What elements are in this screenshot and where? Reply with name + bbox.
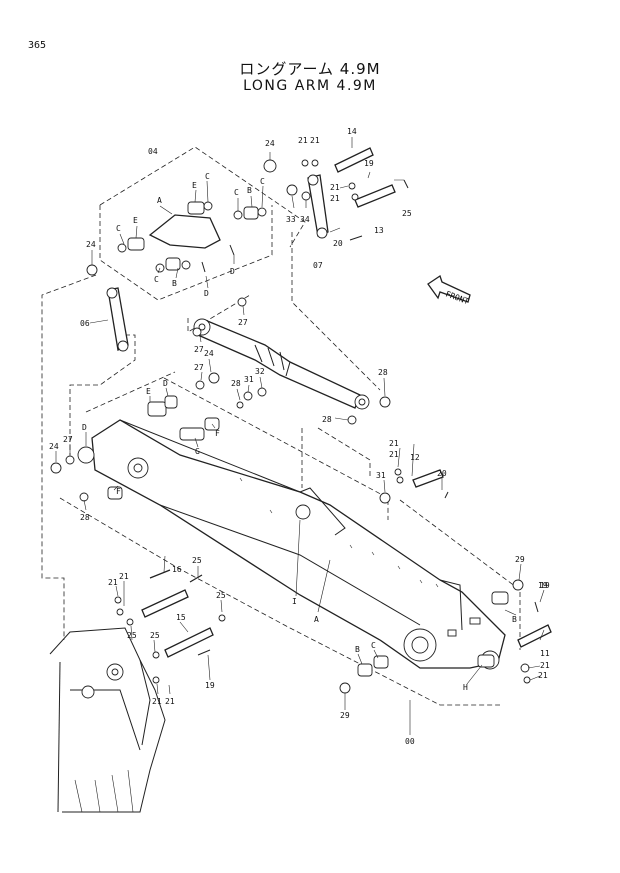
callout: 32: [255, 367, 265, 376]
leader-lines: [55, 137, 545, 735]
callout: 06: [80, 319, 90, 328]
callout: C: [205, 172, 210, 181]
callout: 25: [192, 556, 202, 565]
callout: 14: [347, 127, 357, 136]
callout: 34: [300, 215, 310, 224]
callout: 28: [231, 379, 241, 388]
link-06: [106, 287, 129, 352]
callout: 29: [515, 555, 525, 564]
callout-labels: 04 24 21 21 14 19 21 21 25 13 20 07 33 3…: [49, 127, 550, 746]
callout: 21: [298, 136, 308, 145]
callout: 24: [86, 240, 96, 249]
callout: I: [292, 597, 297, 606]
callout: 20: [333, 239, 343, 248]
callout: E: [133, 216, 138, 225]
callout: 13: [374, 226, 384, 235]
callout: D: [230, 267, 235, 276]
callout: 20: [437, 469, 447, 478]
page-number: 365: [28, 40, 47, 51]
callout: 27: [238, 318, 248, 327]
callout: 19: [540, 581, 550, 590]
callout: 25: [402, 209, 412, 218]
link-a-assembly: [86, 159, 277, 276]
callout: 21: [389, 450, 399, 459]
assembly-boundaries: [41, 146, 521, 706]
callout: 00: [405, 737, 415, 746]
callout: D: [163, 379, 168, 388]
callout: E: [146, 387, 151, 396]
callout: 27: [63, 435, 73, 444]
link-07-and-pins: [286, 147, 409, 241]
callout: 19: [205, 681, 215, 690]
callout: F: [116, 487, 121, 496]
callout: H: [463, 683, 468, 692]
arm-bushes: [50, 297, 391, 502]
callout: 28: [322, 415, 332, 424]
callout: 16: [172, 565, 182, 574]
callout: 11: [540, 649, 550, 658]
callout: 19: [364, 159, 374, 168]
callout: 24: [204, 349, 214, 358]
callout: C: [371, 641, 376, 650]
callout: 24: [49, 442, 59, 451]
callout: G: [195, 447, 200, 456]
callout: A: [157, 196, 162, 205]
callout: 21: [330, 183, 340, 192]
callout: D: [82, 423, 87, 432]
callout: 21: [389, 439, 399, 448]
bucket-pins: [114, 569, 226, 684]
callout: 28: [378, 368, 388, 377]
callout: A: [314, 615, 319, 624]
callout: 29: [340, 711, 350, 720]
callout: B: [512, 615, 517, 624]
callout: B: [355, 645, 360, 654]
callout: B: [172, 279, 177, 288]
callout: 15: [176, 613, 186, 622]
callout: 25: [216, 591, 226, 600]
arm-cylinder: [193, 318, 370, 410]
callout: F: [215, 429, 220, 438]
callout: 21: [310, 136, 320, 145]
callout: 21: [538, 671, 548, 680]
callout: 21: [330, 194, 340, 203]
callout: 19: [538, 581, 548, 590]
callout: B: [247, 186, 252, 195]
callout: 21: [119, 572, 129, 581]
callout: 21: [540, 661, 550, 670]
callout: C: [260, 177, 265, 186]
callout: 31: [376, 471, 386, 480]
callout: D: [204, 289, 209, 298]
callout: 25: [127, 631, 137, 640]
callout: 27: [194, 363, 204, 372]
callout: C: [234, 188, 239, 197]
callout: 28: [80, 513, 90, 522]
callout: 24: [265, 139, 275, 148]
title-japanese: ロングアーム 4.9M: [239, 60, 381, 78]
callout: 04: [148, 147, 158, 156]
callout: E: [192, 181, 197, 190]
bucket-outline: [49, 627, 166, 813]
callout: 25: [150, 631, 160, 640]
callout: 27: [194, 345, 204, 354]
front-arrow: FRONT: [427, 274, 471, 306]
callout: 31: [244, 375, 254, 384]
callout: 21: [152, 697, 162, 706]
arm-body: [77, 419, 506, 670]
callout: 12: [410, 453, 420, 462]
callout: C: [154, 275, 159, 284]
callout: 33: [286, 215, 296, 224]
callout: 21: [108, 578, 118, 587]
title-english: LONG ARM 4.9M: [243, 78, 377, 94]
callout: 07: [313, 261, 323, 270]
callout: C: [116, 224, 121, 233]
callout: 21: [165, 697, 175, 706]
